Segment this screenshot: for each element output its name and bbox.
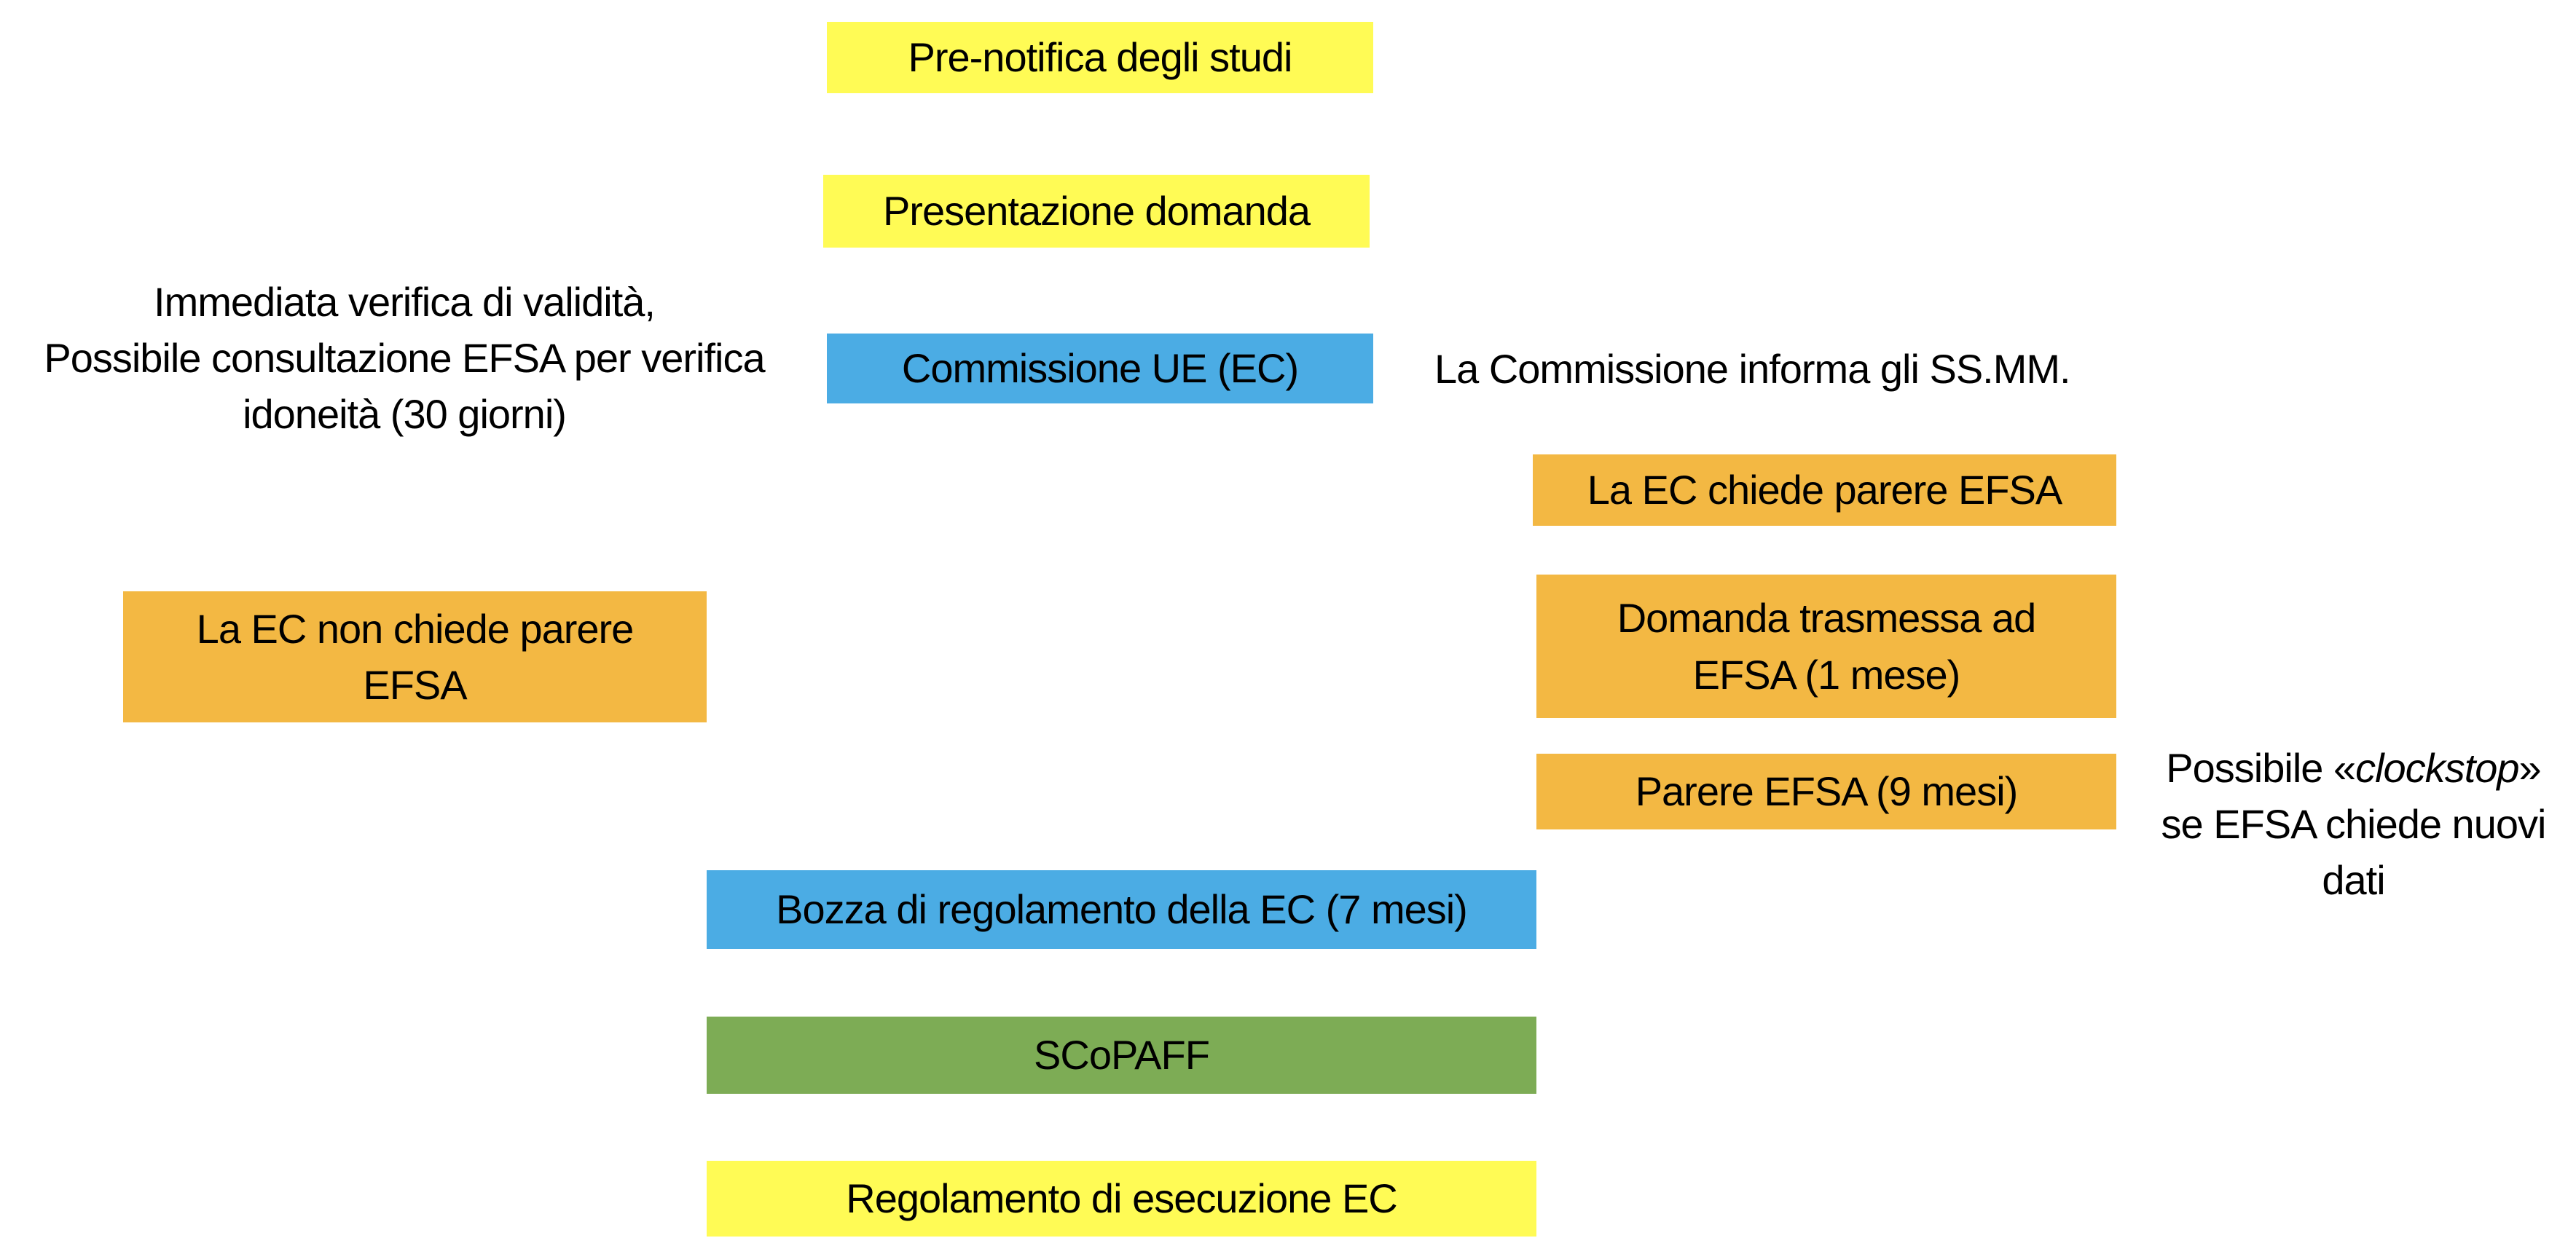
- annotation-verifica-validita: Immediata verifica di validità, Possibil…: [0, 274, 809, 442]
- step-label: SCoPAFF: [1034, 1032, 1210, 1078]
- step-box-presentazione-domanda: Presentazione domanda: [823, 175, 1370, 248]
- annotation-clockstop: Possibile «clockstop» se EFSA chiede nuo…: [2131, 740, 2576, 908]
- step-label: Regolamento di esecuzione EC: [846, 1175, 1397, 1222]
- annotation-line: dati: [2322, 857, 2385, 903]
- step-label: Pre-notifica degli studi: [908, 34, 1293, 81]
- step-label: Presentazione domanda: [882, 188, 1311, 234]
- step-box-domanda-trasmessa: Domanda trasmessa ad EFSA (1 mese): [1536, 575, 2116, 718]
- step-box-pre-notifica: Pre-notifica degli studi: [827, 22, 1373, 93]
- annotation-line: se EFSA chiede nuovi: [2161, 801, 2547, 847]
- annotation-line: Possibile consultazione EFSA per verific…: [44, 335, 765, 381]
- annotation-line: idoneità (30 giorni): [243, 391, 567, 437]
- step-box-scopaff: SCoPAFF: [707, 1017, 1536, 1094]
- step-box-ec-chiede-parere: La EC chiede parere EFSA: [1533, 454, 2116, 526]
- step-box-commissione-ue: Commissione UE (EC): [827, 334, 1373, 403]
- step-box-regolamento-esecuzione: Regolamento di esecuzione EC: [707, 1161, 1536, 1237]
- step-label: Parere EFSA (9 mesi): [1635, 768, 2019, 815]
- step-label: Domanda trasmessa ad EFSA (1 mese): [1617, 595, 2037, 698]
- step-box-ec-non-chiede-parere: La EC non chiede parere EFSA: [123, 591, 707, 722]
- annotation-line: Possibile «clockstop»: [2166, 745, 2541, 791]
- step-label: La EC non chiede parere EFSA: [196, 605, 635, 708]
- step-box-bozza-regolamento: Bozza di regolamento della EC (7 mesi): [707, 870, 1536, 949]
- step-box-parere-efsa: Parere EFSA (9 mesi): [1536, 754, 2116, 829]
- annotation-text: La Commissione informa gli SS.MM.: [1434, 346, 2071, 392]
- clockstop-italic-term: clockstop: [2355, 745, 2519, 791]
- annotation-line: Immediata verifica di validità,: [154, 279, 656, 325]
- annotation-commissione-informa: La Commissione informa gli SS.MM.: [1434, 341, 2071, 397]
- step-label: La EC chiede parere EFSA: [1587, 467, 2062, 513]
- step-label: Bozza di regolamento della EC (7 mesi): [776, 886, 1468, 933]
- step-label: Commissione UE (EC): [901, 345, 1299, 392]
